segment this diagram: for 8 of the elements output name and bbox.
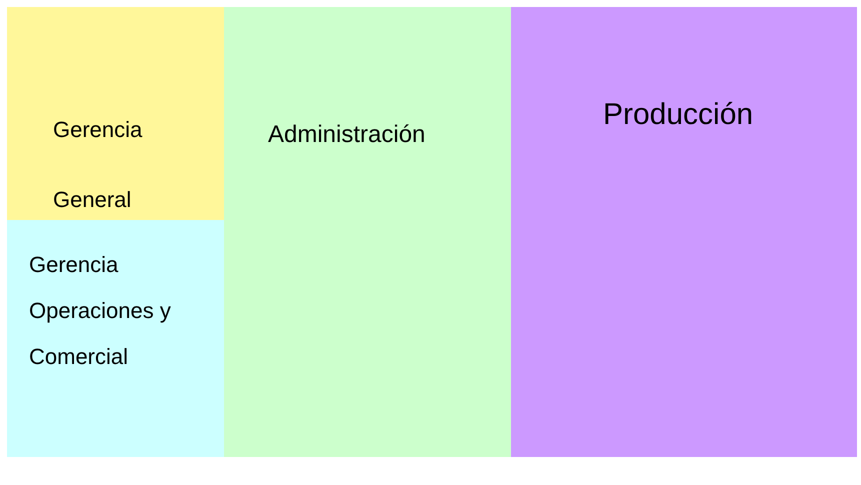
department-area — [7, 220, 224, 457]
department-area — [511, 7, 857, 457]
department-name: Gerencia General — [53, 116, 144, 214]
department-area — [224, 7, 511, 457]
department-name: Producción — [603, 97, 754, 133]
department-name: Administración — [268, 120, 426, 150]
department-name: Gerencia Operaciones y Comercial — [29, 251, 172, 371]
department-area — [7, 7, 224, 220]
